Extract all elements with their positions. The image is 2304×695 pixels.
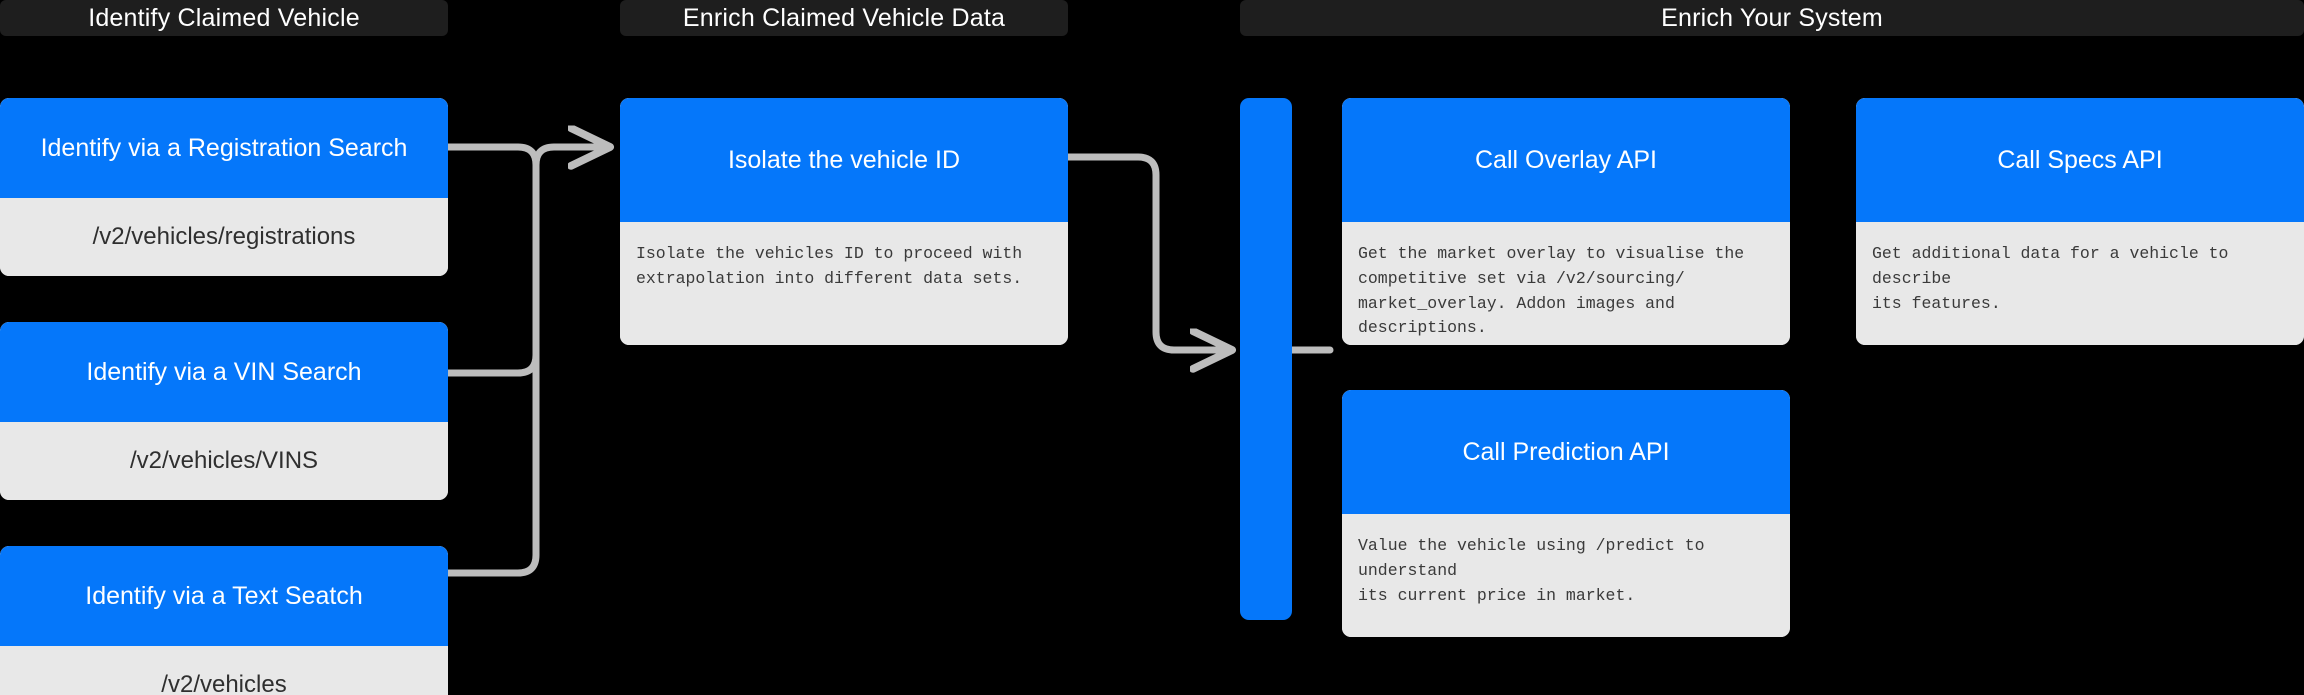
card-isolate-vehicle-id[interactable]: Isolate the vehicle ID Isolate the vehic… (620, 98, 1068, 345)
card-title: Isolate the vehicle ID (620, 98, 1068, 222)
card-title: Call Overlay API (1342, 98, 1790, 222)
card-title: Identify via a VIN Search (0, 322, 448, 422)
card-description: Value the vehicle using /predict to unde… (1342, 514, 1790, 637)
card-endpoint: /v2/vehicles/registrations (0, 198, 448, 276)
connector-vin-branch (444, 351, 540, 377)
lane-header-enrich-claimed-vehicle-data: Enrich Claimed Vehicle Data (620, 0, 1068, 36)
card-title: Call Prediction API (1342, 390, 1790, 514)
lane-header-enrich-your-system: Enrich Your System (1240, 0, 2304, 36)
connector-isolate-to-enrich-bar (1064, 153, 1228, 350)
card-text-search[interactable]: Identify via a Text Seatch /v2/vehicles (0, 546, 448, 695)
card-description: Get the market overlay to visualise the … (1342, 222, 1790, 345)
card-title: Call Specs API (1856, 98, 2304, 222)
lane-header-identify-claimed-vehicle: Identify Claimed Vehicle (0, 0, 448, 36)
connector-left-merge-spine (444, 143, 540, 577)
card-overlay-api[interactable]: Call Overlay API Get the market overlay … (1342, 98, 1790, 345)
card-description: Get additional data for a vehicle to des… (1856, 222, 2304, 345)
lane-header-label: Enrich Your System (1661, 3, 1883, 32)
enrich-system-blue-bar[interactable] (1240, 98, 1292, 620)
lane-header-label: Identify Claimed Vehicle (88, 3, 360, 32)
card-endpoint: /v2/vehicles (0, 646, 448, 695)
card-specs-api[interactable]: Call Specs API Get additional data for a… (1856, 98, 2304, 345)
card-prediction-api[interactable]: Call Prediction API Value the vehicle us… (1342, 390, 1790, 637)
card-description: Isolate the vehicles ID to proceed with … (620, 222, 1068, 345)
card-title: Identify via a Registration Search (0, 98, 448, 198)
connector-to-isolate-arrow (532, 147, 606, 165)
card-vin-search[interactable]: Identify via a VIN Search /v2/vehicles/V… (0, 322, 448, 500)
lane-header-label: Enrich Claimed Vehicle Data (682, 3, 1006, 32)
card-title: Identify via a Text Seatch (0, 546, 448, 646)
card-endpoint: /v2/vehicles/VINS (0, 422, 448, 500)
card-registration-search[interactable]: Identify via a Registration Search /v2/v… (0, 98, 448, 276)
